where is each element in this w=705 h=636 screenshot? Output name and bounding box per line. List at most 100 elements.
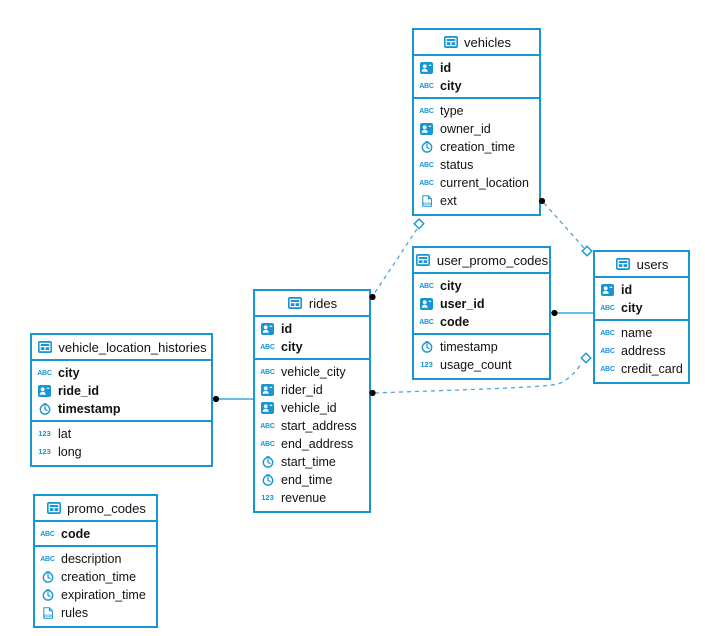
connection-vehicle-location-histories-rides[interactable] — [212, 395, 253, 403]
field-row-expiration-time[interactable]: expiration_time — [35, 586, 156, 604]
table-header[interactable]: user_promo_codes — [414, 248, 549, 274]
abc-icon: ABC — [600, 347, 615, 355]
connector-diamond — [413, 218, 425, 230]
field-name: ext — [440, 194, 457, 208]
field-row-id[interactable]: id — [414, 59, 539, 77]
field-row-id[interactable]: id — [255, 320, 369, 338]
field-name: vehicle_id — [281, 401, 337, 415]
field-name: ride_id — [58, 384, 99, 398]
abc-icon: ABC — [600, 365, 615, 373]
table-icon — [45, 502, 62, 514]
table-icon — [36, 341, 53, 353]
field-row-user-id[interactable]: user_id — [414, 295, 549, 313]
user-id-icon — [418, 123, 435, 135]
field-name: code — [61, 527, 91, 541]
abc-icon: ABC — [419, 282, 434, 290]
field-name: expiration_time — [61, 588, 146, 602]
field-row-creation-time[interactable]: creation_time — [414, 138, 539, 156]
field-row-vehicle-id[interactable]: vehicle_id — [255, 399, 369, 417]
number-icon: 123 — [261, 493, 274, 503]
connection-user-promo-codes-users[interactable] — [551, 309, 593, 317]
field-row-end-time[interactable]: end_time — [255, 471, 369, 489]
abc-icon: ABC — [260, 422, 275, 430]
field-row-creation-time[interactable]: creation_time — [35, 568, 156, 586]
field-name: id — [621, 283, 633, 297]
table-title: vehicle_location_histories — [58, 339, 207, 355]
field-row-rules[interactable]: rules — [35, 604, 156, 622]
abc-icon: ABC — [600, 329, 615, 337]
clock-icon — [259, 474, 276, 486]
field-row-owner-id[interactable]: owner_id — [414, 120, 539, 138]
table-header[interactable]: users — [595, 252, 688, 278]
field-row-ride-id[interactable]: ride_id — [32, 382, 211, 400]
table-header[interactable]: promo_codes — [35, 496, 156, 522]
table-title: rides — [308, 295, 338, 311]
clock-icon — [39, 589, 56, 601]
field-name: timestamp — [440, 340, 498, 354]
field-row-start-time[interactable]: start_time — [255, 453, 369, 471]
field-name: creation_time — [440, 140, 516, 154]
field-name: owner_id — [440, 122, 491, 136]
field-row-timestamp[interactable]: timestamp — [32, 400, 211, 418]
field-name: city — [281, 340, 303, 354]
user-id-icon — [259, 323, 276, 335]
connector-dot — [551, 309, 558, 317]
clock-icon — [259, 456, 276, 468]
table-header[interactable]: rides — [255, 291, 369, 317]
field-name: long — [58, 445, 82, 459]
user-id-icon — [259, 402, 276, 414]
abc-icon: ABC — [419, 161, 434, 169]
field-row-rider-id[interactable]: rider_id — [255, 381, 369, 399]
table-icon — [615, 258, 632, 270]
field-row-revenue[interactable]: 123 revenue — [255, 489, 369, 507]
connector-diamond — [580, 352, 592, 364]
number-icon: 123 — [38, 447, 51, 457]
field-row-ext[interactable]: ext — [414, 192, 539, 210]
field-row-timestamp[interactable]: timestamp — [414, 338, 549, 356]
field-name: code — [440, 315, 470, 329]
field-name: revenue — [281, 491, 327, 505]
field-name: current_location — [440, 176, 529, 190]
user-id-icon — [36, 385, 53, 397]
field-row-long[interactable]: 123 long — [32, 443, 211, 461]
table-title: vehicles — [464, 34, 511, 50]
field-row-id[interactable]: id — [595, 281, 688, 299]
field-name: city — [621, 301, 643, 315]
table-header[interactable]: vehicles — [414, 30, 539, 56]
field-name: usage_count — [440, 358, 512, 372]
table-header[interactable]: vehicle_location_histories — [32, 335, 211, 361]
field-row-start-address[interactable]: ABC start_address — [255, 417, 369, 435]
clock-icon — [36, 403, 53, 415]
abc-icon: ABC — [260, 440, 275, 448]
field-name: start_address — [281, 419, 357, 433]
field-name: description — [61, 552, 122, 566]
